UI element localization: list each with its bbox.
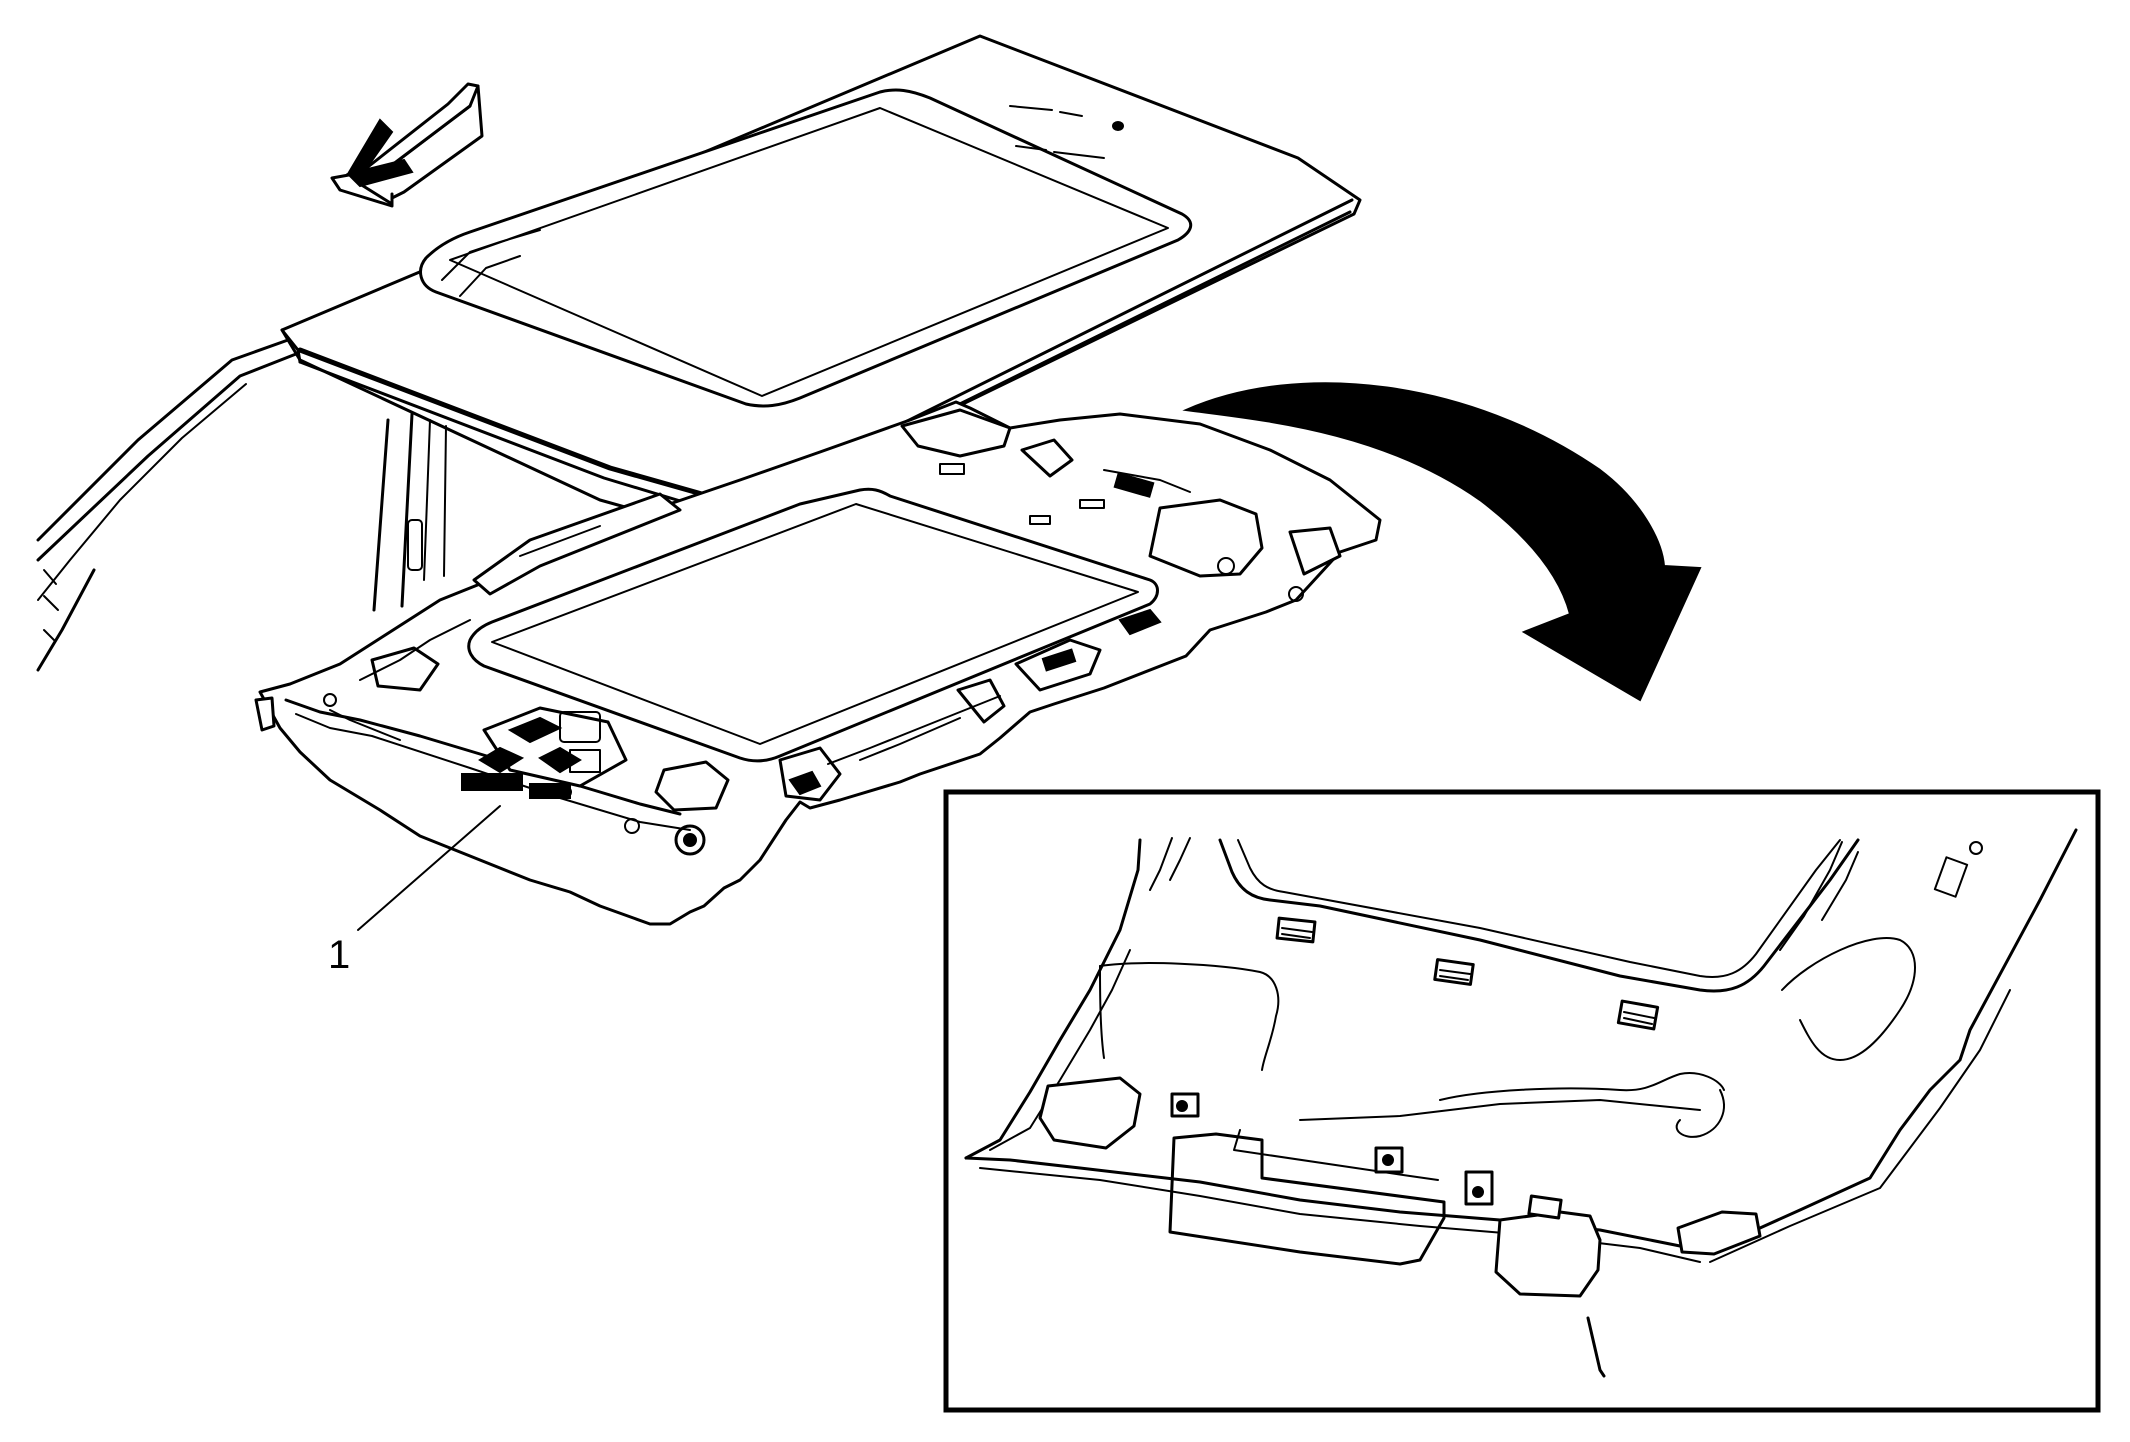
rotation-arrow-icon	[1182, 382, 1702, 702]
visor-clip	[1170, 1092, 1563, 1220]
headliner	[254, 400, 1382, 926]
body-side-frame	[36, 338, 447, 672]
detail-inset	[943, 789, 2101, 1413]
callout-1: 1	[328, 805, 501, 977]
callout-label: 1	[328, 933, 350, 977]
front-direction-arrow-icon	[330, 82, 484, 208]
